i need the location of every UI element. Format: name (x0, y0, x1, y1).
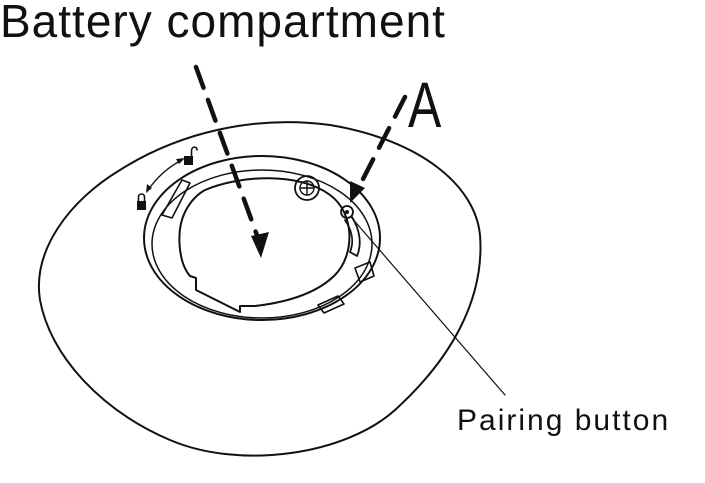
diagram-title: Battery compartment (0, 0, 446, 47)
padlock-open-icon (184, 146, 198, 165)
marker-a-arrow-head (350, 181, 365, 203)
insertion-arrow-head (251, 232, 269, 258)
marker-a-dashed-line (357, 94, 408, 188)
pairing-button-icon (340, 205, 354, 219)
device-body-outline (37, 121, 482, 457)
lock-arrow-head-right (176, 158, 185, 164)
insertion-dashed-line (193, 64, 261, 241)
pairing-button-label: Pairing button (457, 404, 671, 437)
battery-lid (178, 177, 351, 313)
lock-arrow-head-left (146, 184, 152, 193)
padlock-closed-icon (137, 193, 146, 210)
compartment-inner-ring (151, 169, 373, 319)
rim-tab-right (354, 261, 375, 283)
rim-tab-left (161, 179, 191, 219)
pairing-callout-leader (350, 216, 506, 396)
lock-rotation-arrow (147, 159, 183, 191)
marker-a-label: A (408, 69, 442, 141)
rim-tab-bottom-right (317, 295, 345, 314)
pairing-lever (344, 216, 361, 257)
pairing-button-center (345, 210, 349, 214)
screw-head (294, 175, 320, 201)
compartment-outer-ring (143, 155, 381, 321)
